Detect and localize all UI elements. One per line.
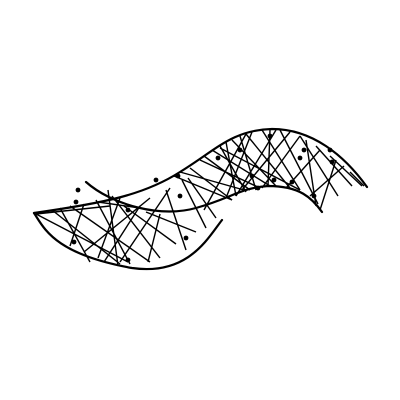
- decor-dot: [125, 257, 131, 263]
- decor-dot: [215, 155, 221, 161]
- decor-dot: [289, 179, 295, 185]
- lattice-line: [59, 207, 91, 263]
- lattice-line: [165, 189, 187, 251]
- decor-dot: [271, 177, 277, 183]
- lattice-line: [199, 159, 261, 189]
- decor-dot: [71, 239, 77, 245]
- lattice-line: [181, 179, 207, 229]
- lattice-line: [319, 159, 337, 211]
- lattice-line: [69, 203, 85, 247]
- lattice-line: [173, 175, 233, 201]
- lattice-line: [279, 129, 319, 205]
- decor-dot: [267, 133, 273, 139]
- decor-dot: [301, 147, 307, 153]
- lattice-line: [225, 141, 237, 197]
- lattice-line: [103, 205, 141, 263]
- decor-dot: [75, 187, 81, 193]
- decor-dot: [125, 207, 131, 213]
- lattice-line: [119, 187, 171, 263]
- lattice-line: [147, 213, 161, 263]
- decor-dot: [153, 177, 159, 183]
- lattice-line: [309, 165, 345, 197]
- lattice-line: [349, 171, 365, 187]
- decor-dot: [73, 199, 79, 205]
- lattice-line: [261, 135, 301, 189]
- inner-edge-curve: [84, 180, 324, 214]
- decor-dot: [311, 193, 317, 199]
- lattice-line: [219, 145, 247, 193]
- decor-dot: [297, 155, 303, 161]
- lattice-line: [211, 149, 271, 187]
- lattice-line: [245, 133, 291, 189]
- decor-dot: [329, 159, 335, 165]
- lattice-line: [235, 129, 277, 197]
- lattice-line: [189, 167, 233, 201]
- lattice-line: [97, 197, 121, 259]
- outer-edge-curve: [32, 127, 369, 215]
- lattice-line: [187, 177, 217, 219]
- lattice-line: [241, 131, 291, 191]
- lattice-line: [145, 211, 197, 233]
- lattice-line: [219, 147, 301, 191]
- lattice-line: [329, 155, 363, 187]
- decor-dot: [249, 173, 255, 179]
- lattice-line: [225, 131, 253, 199]
- band-outline: [32, 127, 369, 271]
- lattice-line: [69, 205, 151, 263]
- decor-dot: [183, 235, 189, 241]
- decor-dot: [177, 193, 183, 199]
- lattice-line: [35, 205, 111, 215]
- lattice-line: [35, 213, 129, 263]
- decor-dot: [237, 147, 243, 153]
- lattice-line: [179, 171, 245, 191]
- lower-bottom-curve: [32, 211, 224, 271]
- lattice-line: [203, 133, 247, 211]
